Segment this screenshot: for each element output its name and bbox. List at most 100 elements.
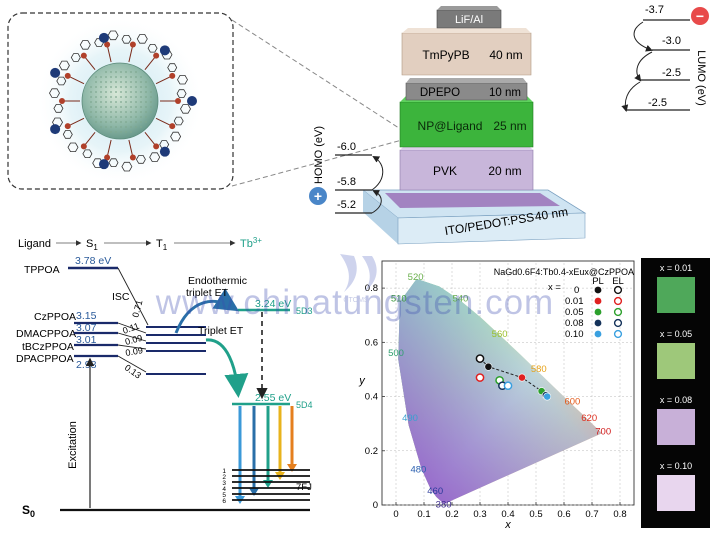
isc-gap-1: 0.71 xyxy=(130,299,144,319)
lif-al-top xyxy=(437,6,501,10)
ligand-value-4: 2.98 xyxy=(76,359,97,371)
core-atom xyxy=(115,106,117,108)
cie-xlabel: x xyxy=(504,519,511,531)
core-atom xyxy=(110,91,112,93)
core-atom xyxy=(90,116,92,118)
dpepo-top xyxy=(406,78,527,83)
core-atom xyxy=(115,116,117,118)
legend-el-marker xyxy=(613,318,623,328)
core-atom xyxy=(125,131,127,133)
ligand-oxygen xyxy=(129,41,136,48)
tb-5d4-value: 2.55 eV xyxy=(255,392,291,404)
f-level-index: 5 xyxy=(222,492,226,499)
lumo-value-3: -2.5 xyxy=(662,67,681,79)
legend-pl-marker xyxy=(594,297,602,305)
core-atom xyxy=(100,91,102,93)
ground-label: S0 xyxy=(22,503,35,519)
ligand-oxygen xyxy=(153,52,160,59)
legend-x-value: 0.08 xyxy=(565,318,584,329)
core-atom xyxy=(105,106,107,108)
ligand-carbazole xyxy=(98,159,109,170)
core-atom xyxy=(110,106,112,108)
core-atom xyxy=(90,111,92,113)
core-atom xyxy=(140,116,142,118)
ligand-ring xyxy=(52,117,63,127)
core-atom xyxy=(125,126,127,128)
core-atom xyxy=(120,116,122,118)
f-level-index: 1 xyxy=(222,468,226,475)
lumo-axis-label: LUMO (eV) xyxy=(695,50,707,106)
cie-xtick-label: 0 xyxy=(393,509,398,520)
ligand-ring xyxy=(121,35,132,44)
photo-tile xyxy=(657,475,695,511)
ligand-ring xyxy=(173,116,184,126)
isc-gap-5: 0.13 xyxy=(123,362,143,380)
core-atom xyxy=(105,111,107,113)
endothermic-label-1: Endothermic xyxy=(188,275,247,287)
core-atom xyxy=(130,131,132,133)
core-atom xyxy=(125,111,127,113)
cie-title: NaGd0.6F4:Tb0.4-xEux@CzPPOA xyxy=(494,267,634,277)
legend-el-header: EL xyxy=(612,276,624,287)
core-atom xyxy=(115,111,117,113)
cie-xtick-label: 0.8 xyxy=(613,509,626,520)
legend-x-value: 0.01 xyxy=(565,296,584,307)
cie-xtick-label: 0.3 xyxy=(473,509,486,520)
core-atom xyxy=(110,131,112,133)
homo-arrow-1 xyxy=(371,190,382,214)
ligand-value-2: 3.07 xyxy=(76,322,97,334)
ligand-bond xyxy=(106,139,112,158)
device-photos: x = 0.01x = 0.05x = 0.08x = 0.10 xyxy=(641,258,710,528)
core-atom xyxy=(105,121,107,123)
ligand-value-3: 3.01 xyxy=(76,334,97,346)
core-atom xyxy=(100,81,102,83)
header-t1: T1 xyxy=(156,238,168,252)
core-atom xyxy=(120,86,122,88)
core-atom xyxy=(130,91,132,93)
cie-pl-point xyxy=(484,362,493,371)
cie-xtick-label: 0.5 xyxy=(529,509,542,520)
lumo-arrow-3 xyxy=(621,81,641,112)
ligand-ring xyxy=(56,76,67,86)
core-atom xyxy=(125,96,127,98)
cie-ytick-label: 0.2 xyxy=(365,446,378,457)
cie-wavelength-label: 490 xyxy=(402,413,418,424)
core-atom xyxy=(115,76,117,78)
core-atom xyxy=(105,116,107,118)
ligand-ring xyxy=(79,40,91,50)
core-atom xyxy=(125,81,127,83)
core-atom xyxy=(130,116,132,118)
ligand-bond xyxy=(128,139,134,158)
energy-diagram: Ligand S1 T1 Tb3+ TPPOA 3.78 eV CzPPOA 3… xyxy=(16,236,313,519)
f-level-index: 4 xyxy=(222,486,226,493)
core-atom xyxy=(115,91,117,93)
core-atom xyxy=(105,101,107,103)
cie-el-point xyxy=(475,354,485,363)
cie-ytick-label: 0.4 xyxy=(365,392,378,403)
hole-plus-icon xyxy=(309,187,327,205)
core-atom xyxy=(125,76,127,78)
core-atom xyxy=(95,101,97,103)
core-atom xyxy=(95,106,97,108)
f-level-index: 6 xyxy=(222,498,226,505)
homo-value-1: -6.0 xyxy=(337,141,356,153)
core-atom xyxy=(95,76,97,78)
legend-pl-header: PL xyxy=(592,276,604,287)
ligand-ring xyxy=(70,53,81,62)
core-atom xyxy=(125,121,127,123)
core-atom xyxy=(100,106,102,108)
core-atom xyxy=(125,116,127,118)
core-atom xyxy=(120,76,122,78)
ligand-oxygen xyxy=(104,41,111,48)
cie-wavelength-label: 480 xyxy=(410,464,426,475)
ligand-ring xyxy=(147,44,158,53)
cie-wavelength-label: 620 xyxy=(581,413,597,424)
cie-wavelength-label: 580 xyxy=(531,364,547,375)
core-atom xyxy=(110,121,112,123)
cie-wavelength-label: 560 xyxy=(492,329,508,340)
nanoparticle-core xyxy=(81,62,159,140)
